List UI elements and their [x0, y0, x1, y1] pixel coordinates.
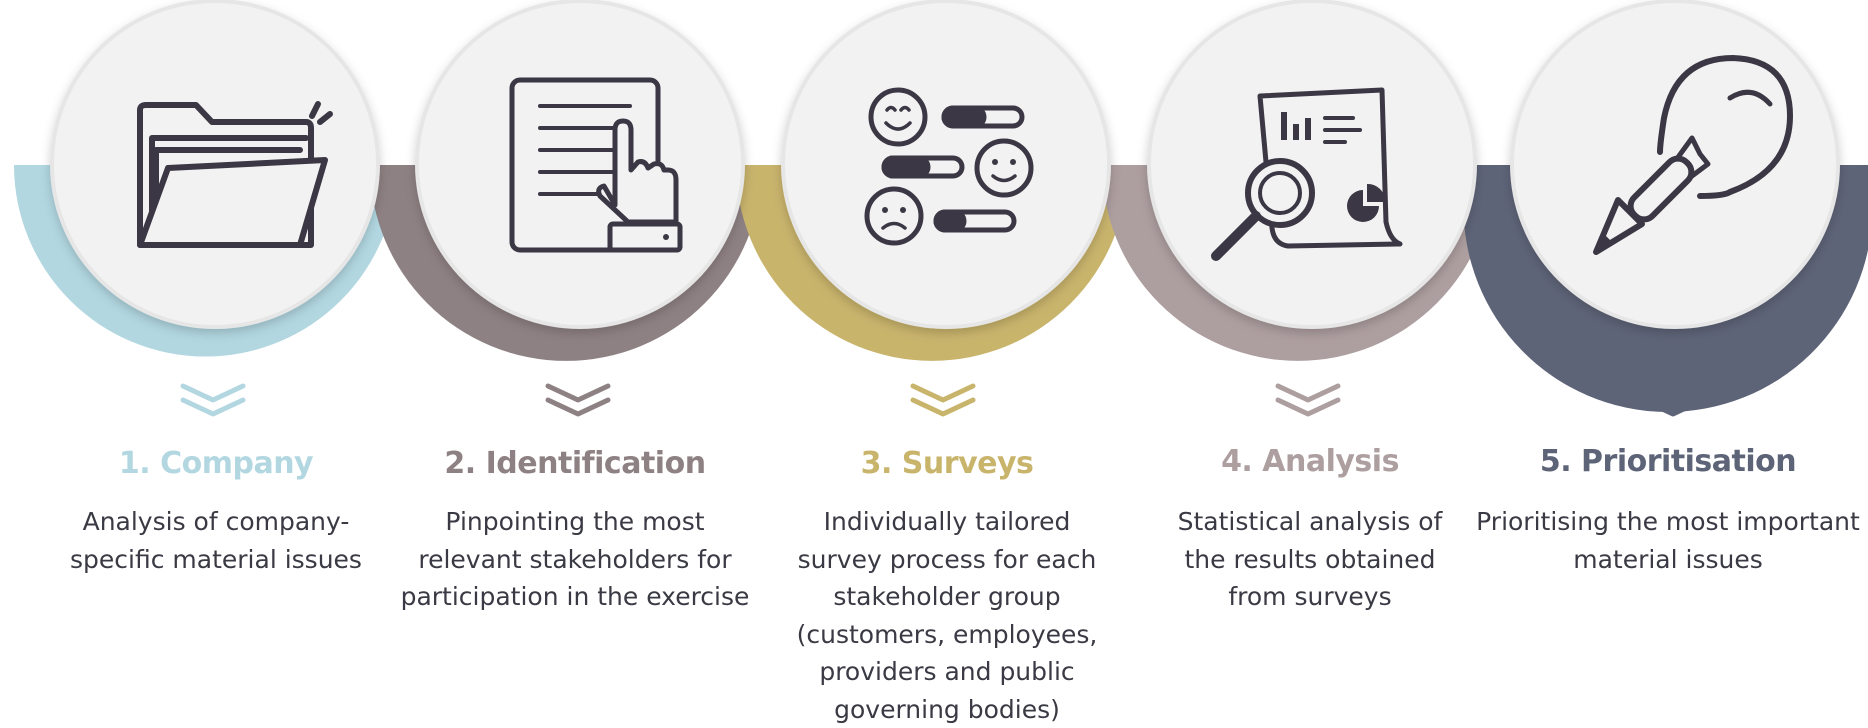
step-1-description: Analysis of company- specific material i…: [70, 507, 362, 574]
step-5-title: 5. Prioritisation: [1539, 444, 1797, 479]
step-5-chevron-icon: [1640, 383, 1706, 417]
folder-icon: [137, 101, 333, 248]
document-pointer-icon: [509, 77, 683, 253]
step-2-chevron-icon: [545, 383, 611, 417]
step-3-circle: [781, 0, 1111, 329]
step-4-chevron-icon: [1275, 383, 1341, 417]
step-3-description: Individually tailored survey process for…: [796, 507, 1098, 724]
step-2-title: 2. Identification: [444, 446, 706, 481]
step-3-chevron-icon: [910, 383, 976, 417]
step-2-description: Pinpointing the most relevant stakeholde…: [400, 507, 750, 611]
step-1-title: 1. Company: [118, 446, 314, 481]
magnifier-report-icon: [1211, 87, 1403, 261]
lightbulb-pencil-icon: [1593, 55, 1793, 255]
step-5-description: Prioritising the most important material…: [1476, 507, 1860, 574]
survey-faces-icon: [864, 87, 1034, 246]
step-1-chevron-icon: [180, 383, 246, 417]
step-4-title: 4. Analysis: [1221, 444, 1399, 479]
step-3-title: 3. Surveys: [860, 446, 1034, 481]
step-4-description: Statistical analysis of the results obta…: [1177, 507, 1443, 611]
